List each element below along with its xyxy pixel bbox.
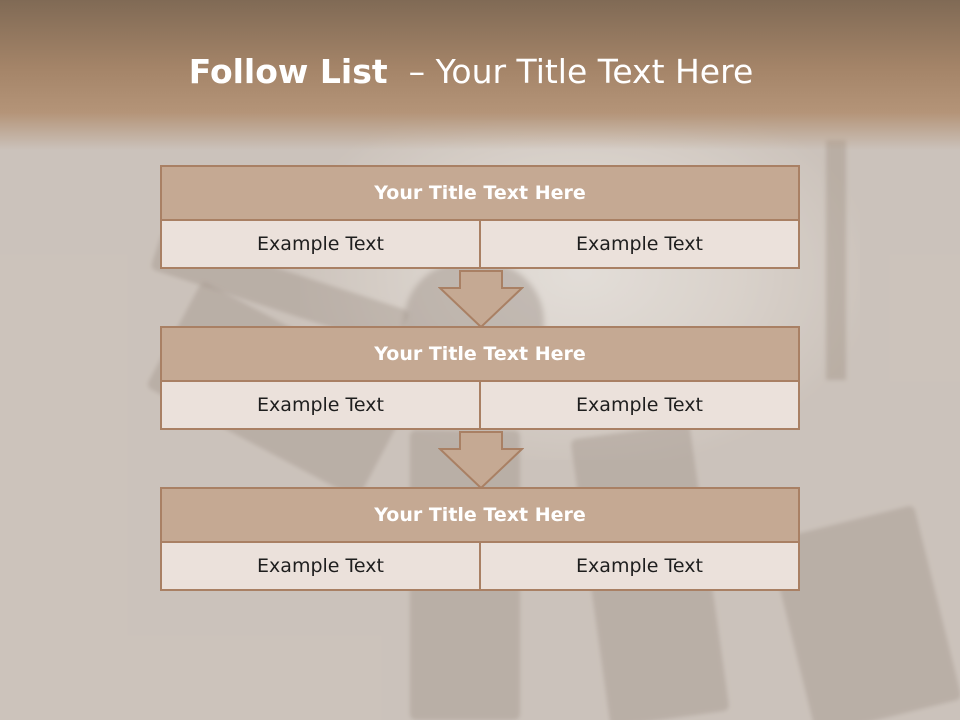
list-block-1: Your Title Text Here Example Text Exampl… [160, 165, 800, 269]
block-row: Example Text Example Text [160, 380, 800, 430]
block-title: Your Title Text Here [160, 326, 800, 382]
slide-title-rest: – Your Title Text Here [408, 52, 754, 91]
down-arrow-icon [438, 270, 524, 328]
slide-title: Follow List – Your Title Text Here [0, 52, 942, 91]
list-block-2: Your Title Text Here Example Text Exampl… [160, 326, 800, 430]
list-block-3: Your Title Text Here Example Text Exampl… [160, 487, 800, 591]
slide-title-bold: Follow List [188, 52, 388, 91]
block-cell-right: Example Text [479, 380, 800, 430]
block-cell-left: Example Text [160, 219, 481, 269]
block-cell-right: Example Text [479, 541, 800, 591]
block-row: Example Text Example Text [160, 219, 800, 269]
block-cell-right: Example Text [479, 219, 800, 269]
block-title: Your Title Text Here [160, 487, 800, 543]
title-band [0, 0, 960, 150]
down-arrow-icon [438, 431, 524, 489]
block-cell-left: Example Text [160, 541, 481, 591]
block-row: Example Text Example Text [160, 541, 800, 591]
block-title: Your Title Text Here [160, 165, 800, 221]
background-pole [826, 140, 846, 380]
block-cell-left: Example Text [160, 380, 481, 430]
